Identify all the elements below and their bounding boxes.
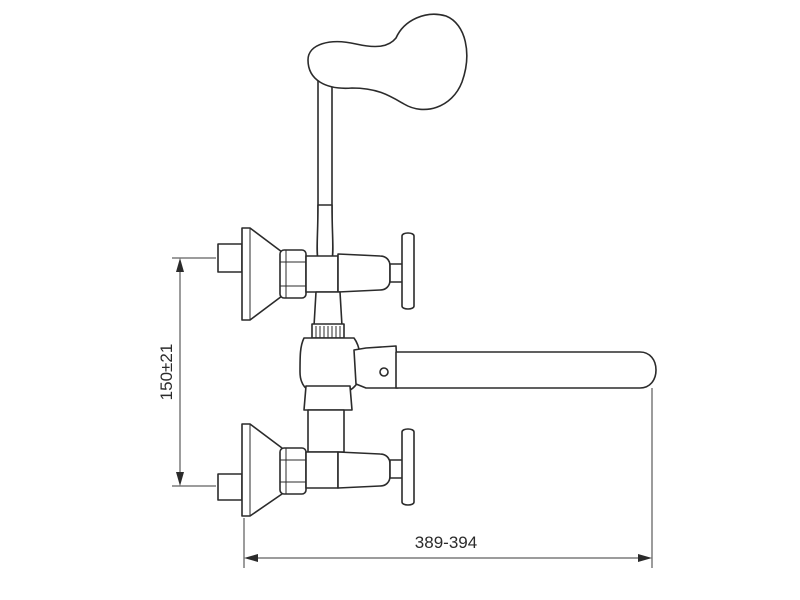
lower-hex-nut (279, 447, 307, 495)
lower-vertical-body (307, 409, 345, 453)
upper-valve-body (305, 255, 339, 293)
diverter-screw (379, 367, 389, 377)
lower-valve-body (305, 451, 339, 489)
shower-head (307, 13, 468, 111)
upper-hex-nut (279, 249, 307, 299)
horizontal-dimension (243, 388, 653, 568)
diverter-lower-collar (303, 385, 353, 411)
upper-wall-inlet (217, 227, 283, 321)
lower-cross-handle (401, 428, 415, 506)
swing-spout (395, 351, 657, 389)
horizontal-dimension-label: 389-394 (415, 533, 477, 552)
upper-cross-handle (401, 232, 415, 310)
upper-valve-bonnet (337, 253, 391, 293)
vertical-dimension-label: 150±21 (157, 344, 176, 401)
shower-riser (316, 71, 334, 261)
lower-valve-bonnet (337, 451, 391, 489)
diverter-neck (311, 291, 345, 339)
diverter-knob-housing (353, 345, 399, 389)
vertical-dimension (172, 257, 216, 487)
lower-wall-inlet (217, 423, 283, 517)
